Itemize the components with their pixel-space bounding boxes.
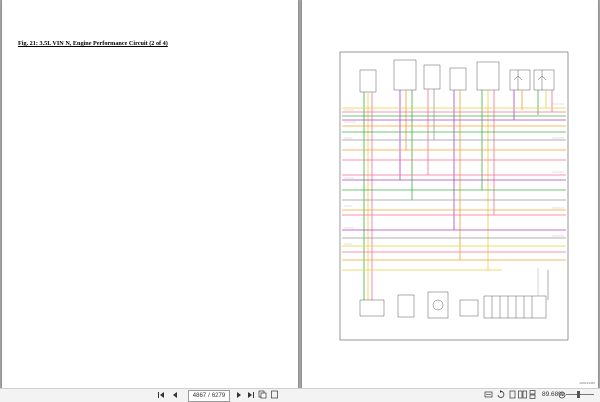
component-bottom-3 <box>427 291 449 319</box>
first-page-icon[interactable] <box>156 390 165 399</box>
relay-1 <box>509 69 531 91</box>
horizontal-wires <box>342 107 566 271</box>
component-top-2 <box>393 59 417 91</box>
page-separator: / <box>208 393 210 399</box>
top-components <box>359 59 555 93</box>
label-marks <box>344 103 564 245</box>
prev-page-icon[interactable] <box>170 390 179 399</box>
diagram-id: G00123456 <box>579 381 595 385</box>
two-page-icon[interactable] <box>518 390 527 399</box>
ecm-connector <box>483 295 547 319</box>
fit-page-icon[interactable] <box>270 390 279 399</box>
zoom-level[interactable]: 89.68% <box>542 391 565 398</box>
next-page-icon[interactable] <box>234 390 243 399</box>
component-bottom-4 <box>459 299 479 317</box>
page-number-input[interactable]: 4867 / 6279 <box>188 390 230 402</box>
rotate-icon[interactable] <box>496 390 505 399</box>
right-page: G00123456 <box>302 0 598 388</box>
page-total: 6279 <box>211 393 226 399</box>
fit-width-icon[interactable] <box>484 390 493 399</box>
single-page-icon[interactable] <box>508 390 517 399</box>
component-top-1 <box>359 69 377 93</box>
last-page-icon[interactable] <box>246 390 255 399</box>
zoom-slider[interactable] <box>566 394 594 395</box>
vertical-wires <box>363 89 553 300</box>
page-current: 4867 <box>192 393 207 399</box>
zoom-slider-thumb[interactable] <box>577 391 580 398</box>
copy-icon[interactable] <box>258 390 267 399</box>
component-top-3 <box>423 64 441 90</box>
figure-title: Fig. 21: 3.5L VIN N, Engine Performance … <box>18 40 168 47</box>
component-top-4 <box>449 67 467 91</box>
diagram-frame <box>339 51 569 341</box>
bottom-components <box>359 268 549 319</box>
zoom-out-icon[interactable] <box>557 390 566 399</box>
component-bottom-1 <box>359 299 385 317</box>
relay-2 <box>533 69 555 91</box>
bottom-toolbar: 4867 / 6279 89.68% <box>0 388 600 402</box>
continuous-icon[interactable] <box>528 390 537 399</box>
left-page: Fig. 21: 3.5L VIN N, Engine Performance … <box>2 0 298 388</box>
component-top-5 <box>476 61 500 91</box>
component-bottom-2 <box>397 294 415 318</box>
wiring-diagram <box>339 51 569 341</box>
